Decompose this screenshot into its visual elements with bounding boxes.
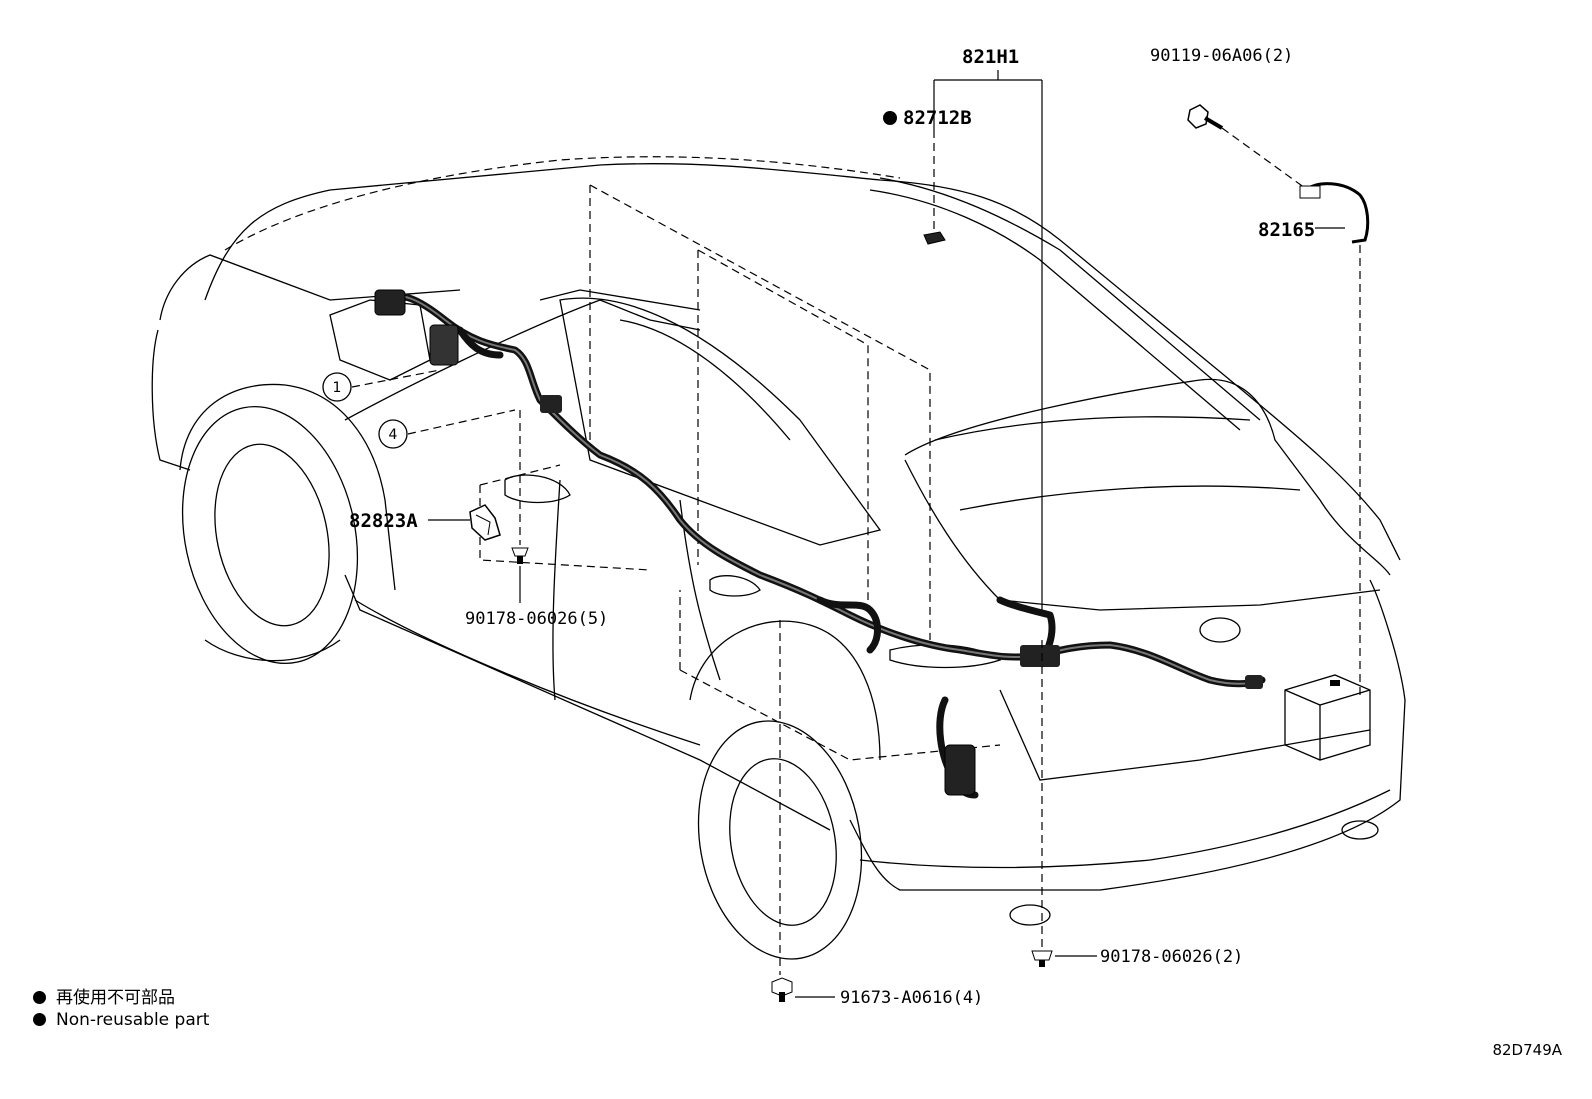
non-reusable-marker-icon bbox=[883, 111, 897, 125]
label-821H1: 821H1 bbox=[962, 46, 1019, 68]
filled-circle-icon bbox=[33, 991, 46, 1004]
clip-90178-rear-shape bbox=[1031, 640, 1053, 967]
clip-90178-front-shape bbox=[511, 410, 529, 603]
label-82165: 82165 bbox=[1258, 219, 1315, 241]
label-90119-06A06: 90119-06A06(2) bbox=[1150, 46, 1293, 66]
filled-circle-icon bbox=[33, 1013, 46, 1026]
callout-1: 1 bbox=[322, 372, 352, 402]
svg-text:1: 1 bbox=[333, 380, 342, 396]
label-82712B: 82712B bbox=[903, 107, 972, 129]
legend-english-text: Non-reusable part bbox=[56, 1010, 210, 1030]
label-90178-06026-5: 90178-06026(5) bbox=[465, 609, 608, 629]
harness-821H1-leader bbox=[933, 70, 1043, 610]
label-90178-06026-2: 90178-06026(2) bbox=[1100, 947, 1243, 967]
vehicle-outline bbox=[151, 156, 1406, 960]
legend-english: Non-reusable part bbox=[33, 1010, 209, 1030]
svg-text:4: 4 bbox=[389, 427, 398, 443]
callout-4: 4 bbox=[378, 419, 408, 449]
battery bbox=[1284, 674, 1371, 761]
bolt-91673-shape bbox=[771, 620, 793, 1002]
clamp-82712B-shape bbox=[923, 130, 946, 245]
floor-wire-harness bbox=[374, 289, 1266, 799]
illustration-code: 82D749A bbox=[1492, 1041, 1562, 1059]
bracket-82823A-shape bbox=[469, 504, 501, 541]
bolt-90119-shape bbox=[1187, 104, 1306, 189]
wire-82165-shape bbox=[1299, 182, 1370, 700]
label-91673-A0616: 91673-A0616(4) bbox=[840, 988, 983, 1008]
label-82823A: 82823A bbox=[349, 510, 418, 532]
legend-japanese: 再使用不可部品 bbox=[33, 983, 175, 1008]
section-guidelines bbox=[479, 184, 1001, 761]
callout-leaders bbox=[351, 227, 1345, 998]
legend-japanese-text: 再使用不可部品 bbox=[56, 988, 175, 1008]
